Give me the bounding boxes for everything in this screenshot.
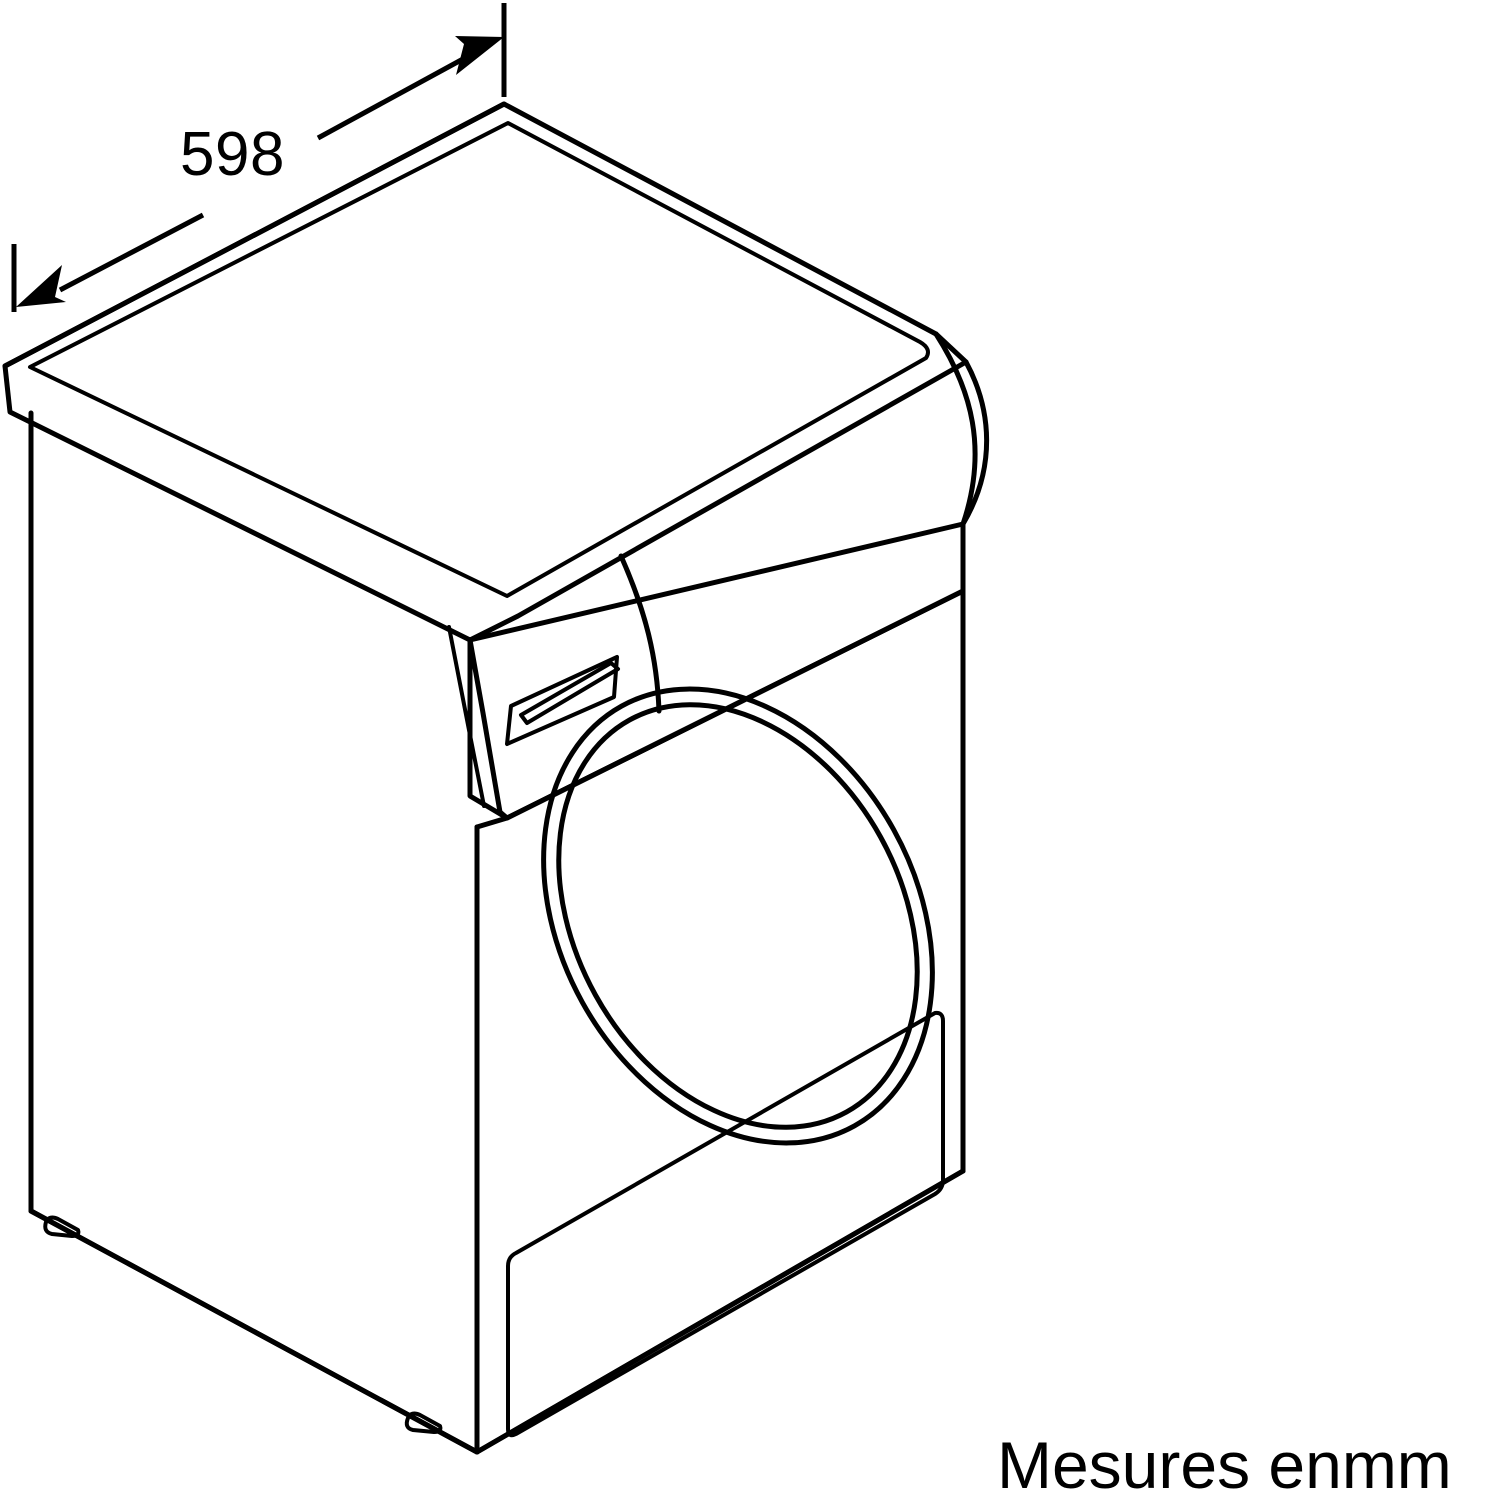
top-panel-front-lip	[8, 410, 472, 642]
door-inner-ring	[556, 702, 920, 1130]
right-shoulder-curve-inner	[960, 359, 990, 527]
control-panel-left-face-inner	[447, 625, 486, 808]
left-side-panel	[28, 410, 480, 1455]
dimension-annotation-depth	[11, 3, 507, 312]
foot-front-left	[404, 1411, 443, 1434]
dimension-leader-upper	[316, 50, 476, 141]
control-panel-left-face	[467, 637, 510, 821]
units-note: Mesures enmm	[997, 1428, 1452, 1502]
dimension-leader-lower	[58, 212, 205, 293]
top-panel-rear-left-edge	[2, 101, 507, 369]
front-face-bottom-edge	[474, 1168, 966, 1455]
left-side-bottom-edge	[28, 1208, 480, 1455]
front-face-panel	[474, 588, 966, 1455]
control-panel-divider-curve	[618, 553, 662, 714]
dimension-label-depth: 598	[180, 120, 285, 189]
dimension-arrowhead-lower	[16, 265, 66, 307]
appliance-door[interactable]	[466, 620, 1010, 1212]
top-panel-inset	[28, 121, 930, 598]
right-shoulder-curve	[933, 331, 978, 527]
foot-rear-left	[43, 1215, 81, 1238]
dimension-arrowhead-upper	[455, 36, 504, 75]
kickplate-panel	[506, 1010, 945, 1438]
door-outer-ring	[541, 686, 935, 1146]
control-panel-display-frame	[505, 655, 619, 746]
appliance-body	[2, 101, 1010, 1455]
control-panel	[467, 521, 966, 821]
